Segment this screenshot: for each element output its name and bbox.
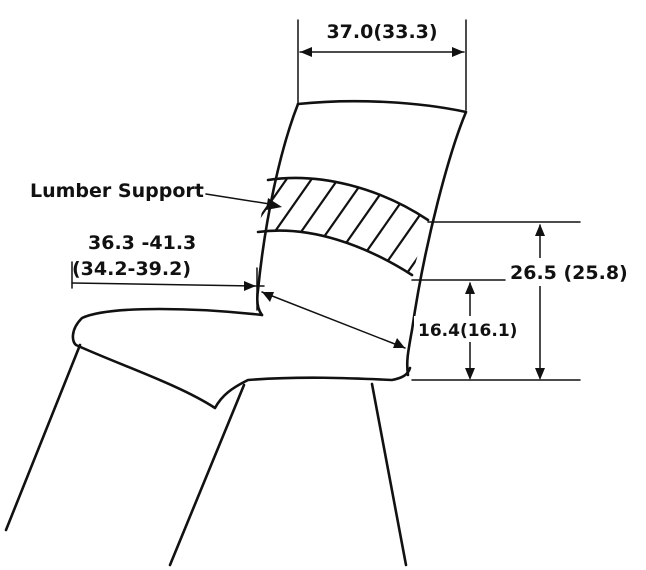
seat-diagonal-dimension xyxy=(261,291,406,349)
seat-depth-range-label: 36.3 -41.3 xyxy=(88,232,196,254)
backrest xyxy=(255,99,468,377)
seat-depth-dimension: 36.3 -41.3 (34.2-39.2) xyxy=(71,232,265,311)
back-height-dimension: 26.5 (25.8) xyxy=(411,221,640,381)
lumbar-height-dimension: 16.4(16.1) xyxy=(411,279,517,380)
seat-depth-range-alt-label: (34.2-39.2) xyxy=(72,258,191,280)
seat-cushion xyxy=(71,307,412,410)
backrest-width-label: 37.0(33.3) xyxy=(326,21,437,43)
lumbar-support-callout: Lumber Support xyxy=(30,180,282,210)
back-height-label: 26.5 (25.8) xyxy=(510,262,628,284)
lumbar-support-band xyxy=(256,176,430,277)
backrest-width-dimension: 37.0(33.3) xyxy=(297,18,467,111)
lumbar-support-label: Lumber Support xyxy=(30,180,204,202)
chair-legs xyxy=(4,343,408,567)
lumbar-height-label: 16.4(16.1) xyxy=(418,321,517,341)
lumbar-hatching xyxy=(258,177,428,275)
